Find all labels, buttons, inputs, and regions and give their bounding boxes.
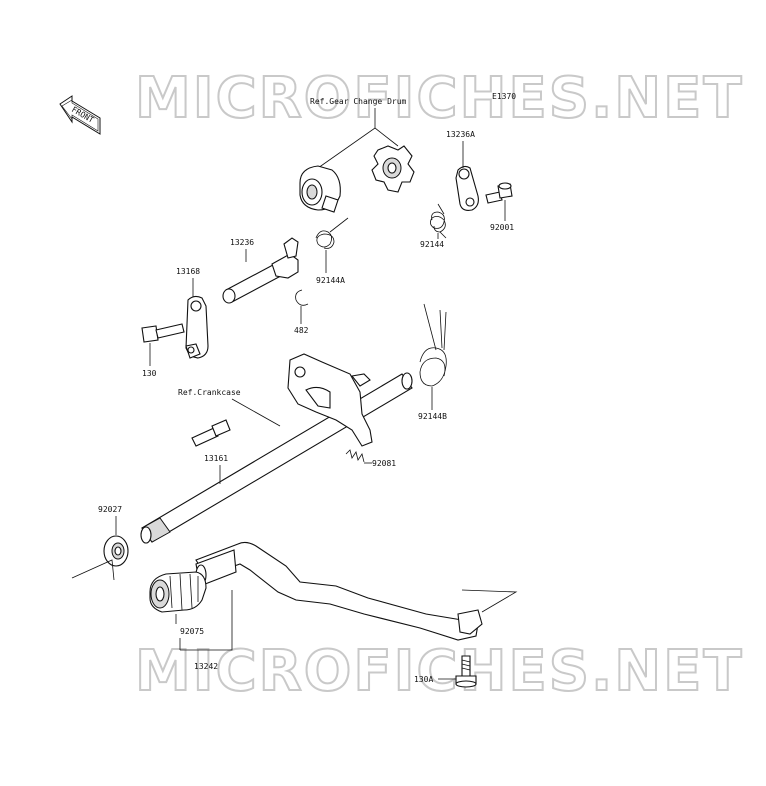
watermark-bottom: MICROFICHES.NET [135, 639, 744, 704]
spring-92144B-part [419, 303, 447, 387]
pedal-13242-part [195, 541, 483, 641]
spring-92144-part [430, 203, 447, 239]
ref-gear-change-drum: Ref.Gear Change Drum [310, 97, 407, 106]
spring-92144A-part [315, 217, 349, 249]
label-92001: 92001 [490, 223, 514, 232]
drum-star-part [371, 145, 415, 193]
label-92144: 92144 [420, 240, 444, 249]
shaft-13236-part [222, 237, 299, 304]
label-13161: 13161 [204, 454, 228, 463]
label-482: 482 [294, 326, 309, 335]
ref-crankcase: Ref.Crankcase [178, 388, 241, 397]
watermark-top: MICROFICHES.NET [135, 66, 744, 131]
front-arrow-icon: FRONT [59, 95, 101, 135]
arm-13168-part [185, 295, 209, 359]
label-13242: 13242 [194, 662, 218, 671]
label-92027: 92027 [98, 505, 122, 514]
seal-92027-part [103, 535, 129, 567]
label-13236A: 13236A [446, 130, 475, 139]
label-92075: 92075 [180, 627, 204, 636]
label-92144B: 92144B [418, 412, 447, 421]
label-13236: 13236 [230, 238, 254, 247]
bolt-130A-part [455, 655, 477, 688]
bolt-130-part [141, 323, 185, 343]
leader-gear-drum-split [317, 127, 399, 169]
diagram-code: E1370 [492, 92, 516, 101]
label-130: 130 [142, 369, 157, 378]
lever-13236A-part [455, 165, 479, 211]
label-13168: 13168 [176, 267, 200, 276]
circlip-482-part [295, 289, 309, 306]
drum-cam-part [299, 165, 341, 213]
shaft-13161-part [140, 353, 413, 544]
label-92144A: 92144A [316, 276, 345, 285]
bolt-92001-part [485, 182, 513, 204]
rubber-92075-part [149, 571, 207, 613]
crankcase-dowel-part [191, 419, 231, 447]
spring-92081-part [345, 449, 365, 463]
label-130A: 130A [414, 675, 433, 684]
label-92081: 92081 [372, 459, 396, 468]
